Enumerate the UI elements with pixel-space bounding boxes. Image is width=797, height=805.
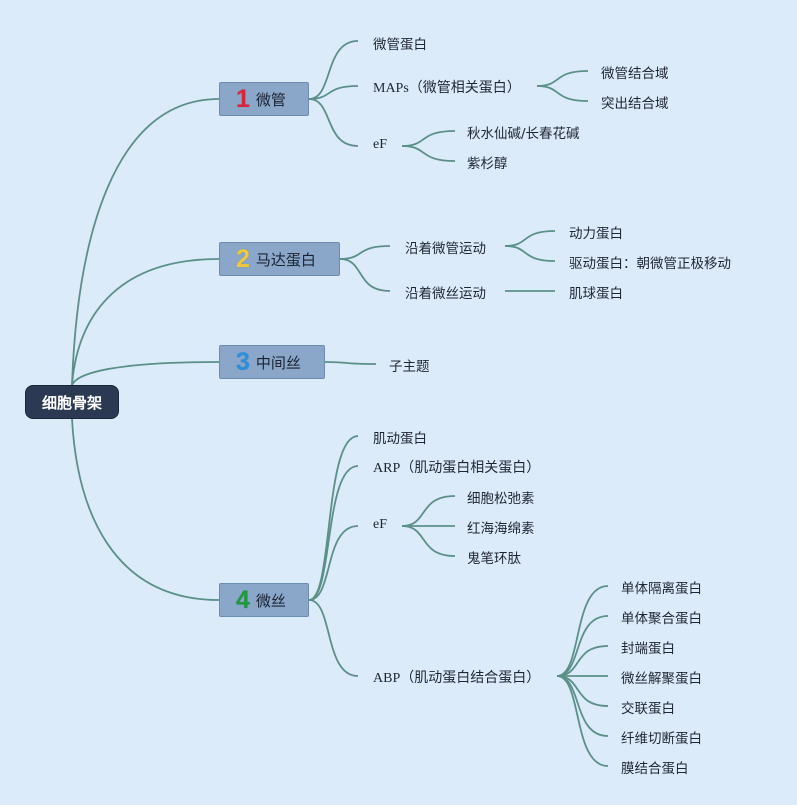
connector-b2-dynein — [504, 230, 556, 247]
topic-dynein[interactable]: 动力蛋白 — [569, 226, 623, 242]
topic-abp[interactable]: ABP（肌动蛋白结合蛋白） — [373, 671, 541, 686]
topic-ef-microfilament[interactable]: eF — [373, 517, 387, 532]
topic-maps[interactable]: MAPs（微管相关蛋白） — [373, 81, 521, 96]
topic-ef-microtubule[interactable]: eF — [373, 137, 387, 152]
topic-actin[interactable]: 肌动蛋白 — [373, 431, 427, 447]
topic-microtubule-binding-domain[interactable]: 微管结合域 — [601, 66, 669, 82]
connector-b4-abp — [308, 599, 359, 677]
branch-label: 微丝 — [255, 591, 286, 610]
branch-microfilament[interactable]: 4 微丝 — [219, 583, 309, 617]
topic-arp[interactable]: ARP（肌动蛋白相关蛋白） — [373, 461, 541, 476]
topic-capping-protein[interactable]: 封端蛋白 — [621, 641, 675, 657]
topic-projection-domain[interactable]: 突出结合域 — [601, 96, 669, 112]
topic-monomer-sequestering[interactable]: 单体隔离蛋白 — [621, 581, 702, 597]
branch-number-3: 3 — [236, 347, 250, 376]
topic-tubulin[interactable]: 微管蛋白 — [373, 37, 427, 53]
branch-microtubule[interactable]: 1 微管 — [219, 82, 309, 116]
topic-subtopic[interactable]: 子主题 — [389, 359, 430, 375]
connector-b3-subtopic — [324, 361, 377, 365]
root-topic[interactable]: 细胞骨架 — [25, 385, 119, 419]
branch-label: 中间丝 — [255, 353, 301, 372]
connector-b1-maps — [308, 85, 359, 100]
branch-number-2: 2 — [236, 244, 250, 273]
connector-ef2-c — [401, 525, 456, 557]
topic-phalloidin[interactable]: 鬼笔环肽 — [467, 551, 521, 567]
connector-ef1-b — [401, 145, 456, 162]
branch-motor-protein[interactable]: 2 马达蛋白 — [219, 242, 340, 276]
connector-root-branch3 — [71, 361, 220, 386]
connector-maps-a — [536, 70, 589, 87]
topic-membrane-binding[interactable]: 膜结合蛋白 — [621, 761, 689, 777]
connector-b2-microtubule — [339, 245, 391, 260]
branch-label: 马达蛋白 — [255, 250, 316, 269]
topic-depolymerizing[interactable]: 微丝解聚蛋白 — [621, 671, 702, 687]
connector-b2-kinesin — [504, 245, 556, 262]
connector-root-branch4 — [71, 418, 220, 601]
branch-number-4: 4 — [236, 585, 250, 614]
connector-b4-ef — [308, 525, 359, 601]
connector-ef1-a — [401, 130, 456, 147]
branch-intermediate-filament[interactable]: 3 中间丝 — [219, 345, 325, 379]
connector-abp-6 — [556, 675, 609, 767]
connector-abp-0 — [556, 585, 609, 677]
connector-b4-actin — [308, 435, 359, 601]
connector-root-branch1 — [71, 98, 220, 386]
connector-b2-microfilament — [339, 258, 391, 292]
topic-colchicine-vinblastine[interactable]: 秋水仙碱/长春花碱 — [467, 126, 580, 142]
topic-cytochalasin[interactable]: 细胞松弛素 — [467, 491, 535, 507]
connector-ef2-a — [401, 495, 456, 527]
connector-b4-arp — [308, 465, 359, 601]
connector-root-branch2 — [71, 258, 220, 386]
connector-b1-ef — [308, 98, 359, 147]
topic-myosin[interactable]: 肌球蛋白 — [569, 286, 623, 302]
branch-number-1: 1 — [236, 84, 250, 113]
topic-severing[interactable]: 纤维切断蛋白 — [621, 731, 702, 747]
connector-maps-b — [536, 85, 589, 102]
connector-b1-tubulin — [308, 40, 359, 100]
topic-along-microtubules[interactable]: 沿着微管运动 — [405, 241, 486, 257]
connector-abp-1 — [556, 615, 609, 677]
topic-kinesin[interactable]: 驱动蛋白：朝微管正极移动 — [569, 256, 731, 272]
topic-monomer-polymerizing[interactable]: 单体聚合蛋白 — [621, 611, 702, 627]
topic-latrunculin[interactable]: 红海海绵素 — [467, 521, 535, 537]
branch-label: 微管 — [255, 90, 286, 109]
topic-taxol[interactable]: 紫杉醇 — [467, 156, 508, 172]
topic-crosslinking[interactable]: 交联蛋白 — [621, 701, 675, 717]
topic-along-microfilaments[interactable]: 沿着微丝运动 — [405, 286, 486, 302]
